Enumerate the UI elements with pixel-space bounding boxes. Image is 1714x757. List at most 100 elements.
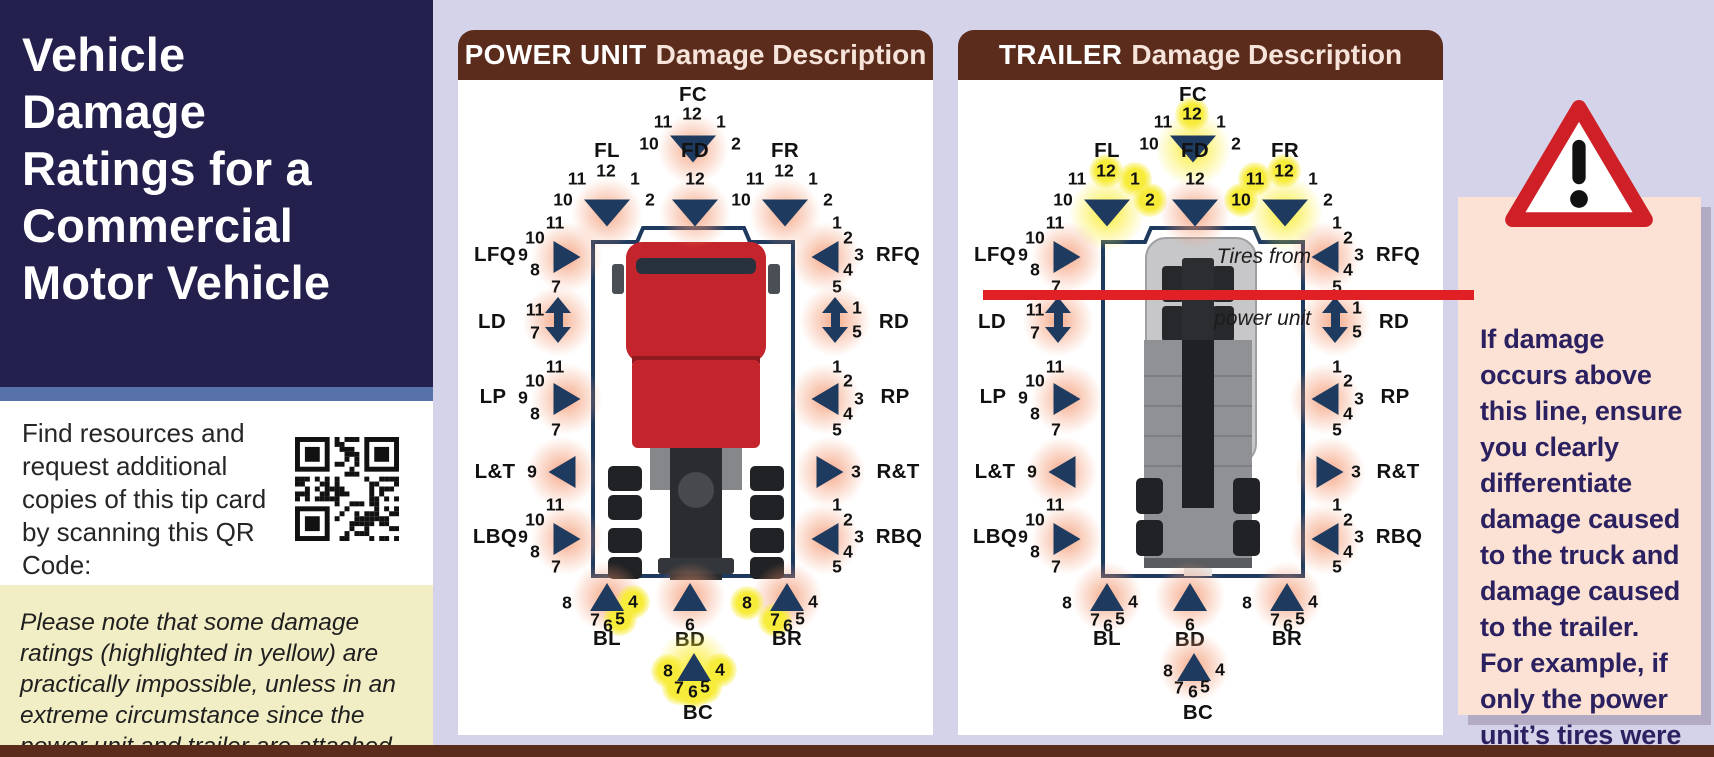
clock-number: 11 (545, 212, 565, 233)
power-unit-card: POWER UNIT Damage Description (458, 30, 933, 735)
clock-number: 3 (854, 388, 864, 409)
clock-number: 6 (603, 615, 613, 636)
clock-number: 2 (1145, 189, 1155, 210)
clock-number: 3 (854, 526, 864, 547)
clock-number: 5 (832, 419, 842, 440)
arrow-up-icon (1177, 653, 1211, 681)
clock-number: 2 (731, 133, 741, 154)
clock-number: 1 (1130, 168, 1140, 189)
clock-number: 4 (1343, 259, 1353, 280)
arrow-left-icon (1048, 456, 1076, 488)
clock-number: 5 (1295, 608, 1305, 629)
clock-number: 8 (742, 592, 752, 613)
power-unit-truck-illustration (608, 242, 784, 580)
clock-number: 4 (843, 403, 853, 424)
zone-label-lp: LP (479, 385, 507, 408)
trailer-card-header: TRAILER Damage Description (958, 30, 1443, 80)
arrow-down-icon (670, 135, 716, 163)
arrow-right-icon (553, 241, 581, 273)
clock-number: 6 (1283, 615, 1293, 636)
clock-number: 6 (685, 614, 695, 635)
zone-label-rd: RD (1378, 310, 1410, 333)
clock-number: 7 (770, 609, 780, 630)
arrow-right-icon (553, 383, 581, 415)
clock-number: 1 (808, 168, 818, 189)
clock-number: 10 (525, 227, 545, 248)
clock-number: 7 (1090, 609, 1100, 630)
note-panel: Please note that some damage ratings (hi… (0, 585, 433, 757)
clock-number: 1 (1216, 111, 1226, 132)
clock-number: 3 (851, 461, 861, 482)
clock-number: 5 (1352, 321, 1362, 342)
zone-label-lfq: LFQ (474, 243, 516, 266)
zone-label-rd: RD (878, 310, 910, 333)
clock-number: 7 (590, 609, 600, 630)
arrow-right-icon (1053, 383, 1081, 415)
clock-number: 1 (630, 168, 640, 189)
arrow-right-icon (816, 456, 844, 488)
clock-number: 12 (596, 160, 616, 181)
clock-number: 4 (715, 659, 725, 680)
arrow-left-icon (811, 383, 839, 415)
zone-label-bc: BC (682, 701, 714, 724)
arrow-down-icon (1262, 199, 1308, 227)
arrow-left-icon (1311, 241, 1339, 273)
arrow-updown-icon (545, 297, 571, 345)
clock-number: 2 (1231, 133, 1241, 154)
arrow-right-icon (1053, 523, 1081, 555)
arrow-down-icon (762, 199, 808, 227)
clock-number: 3 (1354, 526, 1364, 547)
clock-number: 5 (832, 276, 842, 297)
clock-number: 9 (527, 461, 537, 482)
footer-bar (0, 745, 1714, 757)
divider-bar (0, 387, 433, 401)
zone-label-rfq: RFQ (1375, 243, 1421, 266)
clock-number: 7 (551, 556, 561, 577)
clock-number: 6 (688, 681, 698, 702)
card-title-strong: POWER UNIT (464, 39, 647, 70)
clock-number: 10 (1025, 509, 1045, 530)
zone-label-fd: FD (1181, 139, 1209, 162)
clock-number: 12 (1096, 160, 1116, 181)
clock-number: 9 (1027, 461, 1037, 482)
clock-number: 4 (1308, 591, 1318, 612)
clock-number: 10 (525, 509, 545, 530)
arrow-down-icon (1084, 199, 1130, 227)
clock-number: 7 (551, 419, 561, 440)
clock-number: 10 (639, 133, 659, 154)
clock-number: 9 (518, 244, 528, 265)
clock-number: 6 (1188, 681, 1198, 702)
warning-text: If damage occurs above this line, ensure… (1480, 324, 1683, 757)
clock-number: 1 (832, 356, 842, 377)
clock-number: 4 (808, 591, 818, 612)
clock-number: 11 (545, 356, 565, 377)
clock-number: 7 (1030, 322, 1040, 343)
arrow-updown-icon (1045, 297, 1071, 345)
clock-number: 11 (653, 111, 673, 132)
clock-number: 10 (1025, 370, 1045, 391)
clock-number: 5 (832, 556, 842, 577)
clock-number: 9 (518, 387, 528, 408)
tires-note-below-line: power unit (1214, 307, 1311, 330)
clock-number: 2 (843, 227, 853, 248)
clock-number: 5 (1115, 608, 1125, 629)
clock-number: 1 (1332, 212, 1342, 233)
clock-number: 5 (615, 608, 625, 629)
clock-number: 10 (1231, 189, 1251, 210)
clock-number: 12 (685, 168, 705, 189)
arrow-left-icon (1311, 383, 1339, 415)
zone-label-landt: L&T (474, 460, 516, 483)
yellow-note-text: Please note that some damage ratings (hi… (20, 609, 396, 757)
clock-number: 9 (1018, 526, 1028, 547)
arrow-up-icon (590, 583, 624, 611)
clock-number: 8 (562, 592, 572, 613)
clock-number: 7 (551, 276, 561, 297)
clock-number: 4 (1343, 541, 1353, 562)
clock-number: 10 (1053, 189, 1073, 210)
clock-number: 8 (530, 403, 540, 424)
arrow-left-icon (548, 456, 576, 488)
arrow-up-icon (1270, 583, 1304, 611)
trailer-truck-illustration (1136, 237, 1260, 576)
clock-number: 8 (1163, 660, 1173, 681)
